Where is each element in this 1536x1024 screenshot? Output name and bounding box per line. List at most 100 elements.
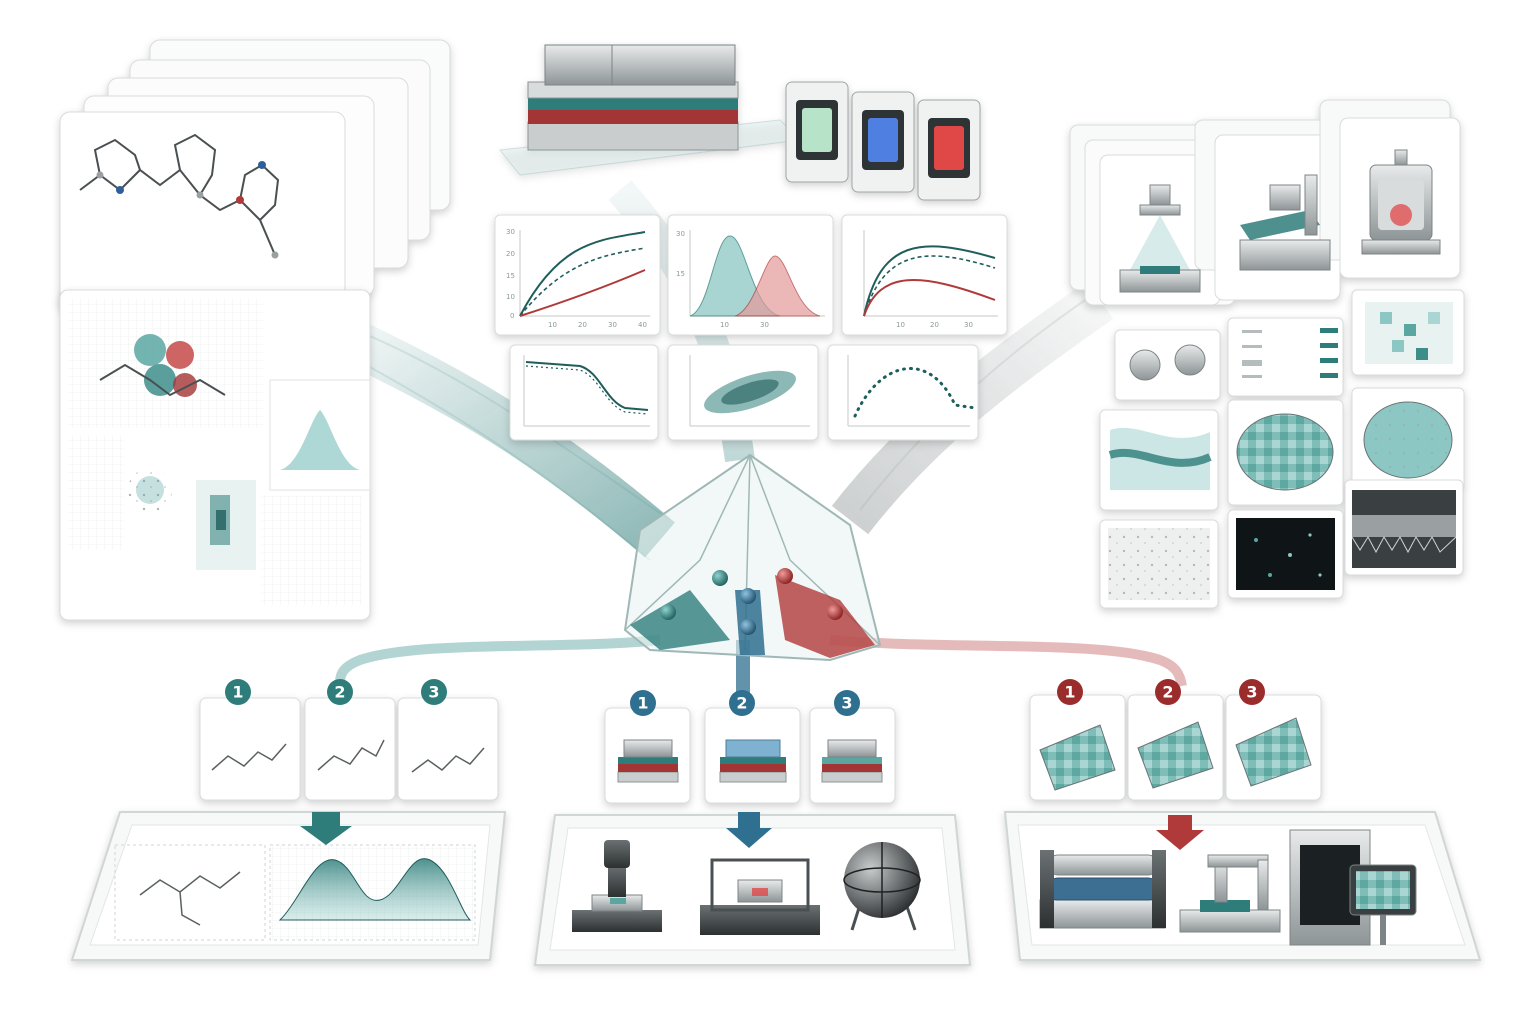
spray-coater-icon [1119,184,1201,293]
characterization-grid [1099,289,1465,609]
heatmap-icon [1365,302,1453,364]
down-arrow-icon [300,812,352,845]
stream-hub-to-process-output [829,635,1187,687]
molecule-icon [79,133,280,259]
molecule-candidate-card[interactable] [397,697,499,801]
data-table-card [68,435,123,550]
scatter-cluster [128,468,172,512]
tick-label: 40 [638,321,647,329]
simulation-tray [70,811,507,961]
tick-label: 10 [548,321,557,329]
rank-badge: 3 [1239,679,1265,705]
rank-number: 3 [841,694,852,713]
rank-badge: 2 [1155,679,1181,705]
down-arrow-icon [726,812,772,848]
heatmap-tile [196,480,256,570]
tick-label: 20 [506,250,515,258]
probe-station-icon [700,858,820,935]
down-arrow-icon [1156,815,1204,850]
rank-number: 1 [637,694,648,713]
vacuum-chamber-icon [1361,149,1441,255]
fluorescence-image [1236,518,1335,590]
tick-label: 30 [506,228,515,236]
rank-number: 2 [1162,683,1173,702]
teal-ball [660,604,676,620]
equipment-card-stack [1069,99,1461,306]
rank-badge: 1 [225,679,251,705]
sem-light-image [1108,528,1210,600]
performance-charts: 30 20 15 10 0 10 20 30 40 30 15 10 30 [494,214,1008,441]
molecule-candidate-card[interactable] [304,697,396,801]
blue-ball [740,588,756,604]
stream-hub-to-molecule-output [335,635,661,687]
rank-badge: 1 [630,690,656,716]
decision-hub [623,453,882,662]
molecule-preview-frame [114,844,266,941]
blue-ball [740,619,756,635]
tick-label: 30 [964,321,973,329]
tick-label: 10 [720,321,729,329]
rank-badge: 2 [327,679,353,705]
layer-stack-icon [617,739,883,783]
teal-ball [712,570,728,586]
molecule-icon [211,739,485,773]
glovebox-icon [1289,829,1417,946]
rank-number: 2 [334,683,345,702]
tick-label: 30 [760,321,769,329]
surface-peak [280,410,360,470]
simulation-panel [59,289,371,621]
tick-label: 20 [930,321,939,329]
energy-surface [278,858,472,921]
ranked-molecules: 1 2 3 [199,679,499,801]
tick-label: 20 [578,321,587,329]
stability-chart [509,344,659,441]
red-ball [827,604,843,620]
slider-icon [1242,328,1338,378]
ranked-devices: 1 2 3 [604,690,896,804]
distribution-chart: 30 15 10 30 [667,214,834,336]
red-ball [777,568,793,584]
rank-badge: 3 [834,690,860,716]
molecule-icon [139,871,241,926]
gauge-icon [1129,349,1161,381]
layer-stack-icon [527,44,739,151]
led-device-icon [785,81,981,201]
tick-label: 10 [896,321,905,329]
rank-number: 3 [1246,683,1257,702]
dotted-arc-chart [827,344,979,441]
phase-diagram-card [262,495,362,605]
rank-badge: 2 [729,690,755,716]
fabrication-tray [1003,811,1482,961]
molecule-candidate-card[interactable] [199,697,301,801]
rank-number: 1 [232,683,243,702]
hub-compartment-teal [630,590,730,650]
orbital-plot [68,298,263,428]
molecule-card-front [59,111,346,313]
tick-label: 0 [510,312,514,320]
tile-array-icon [1039,717,1312,791]
printer-robot-icon [1179,854,1281,933]
tick-label: 10 [506,293,515,301]
rank-number: 2 [736,694,747,713]
rise-decay-chart: 10 20 30 [841,214,1008,336]
rank-badge: 1 [1057,679,1083,705]
ranked-processes: 1 2 3 [1029,679,1322,801]
integrating-sphere-icon [843,842,921,931]
rank-number: 3 [428,683,439,702]
microscope-icon [572,840,662,932]
roll-to-roll-icon [1039,850,1166,929]
hub-compartment-red [775,575,875,658]
tick-label: 15 [506,272,515,280]
tick-label: 30 [676,230,685,238]
tick-label: 15 [676,270,685,278]
rank-badge: 3 [421,679,447,705]
orbital-icon [99,334,226,397]
characterization-tray [533,812,972,966]
density-scatter-chart [667,344,819,441]
growth-curves-chart: 30 20 15 10 0 10 20 30 40 [494,214,661,336]
molecule-card-stack [59,39,451,313]
rank-number: 1 [1064,683,1075,702]
device-stack-group [499,44,981,201]
gauge-icon [1174,344,1206,376]
